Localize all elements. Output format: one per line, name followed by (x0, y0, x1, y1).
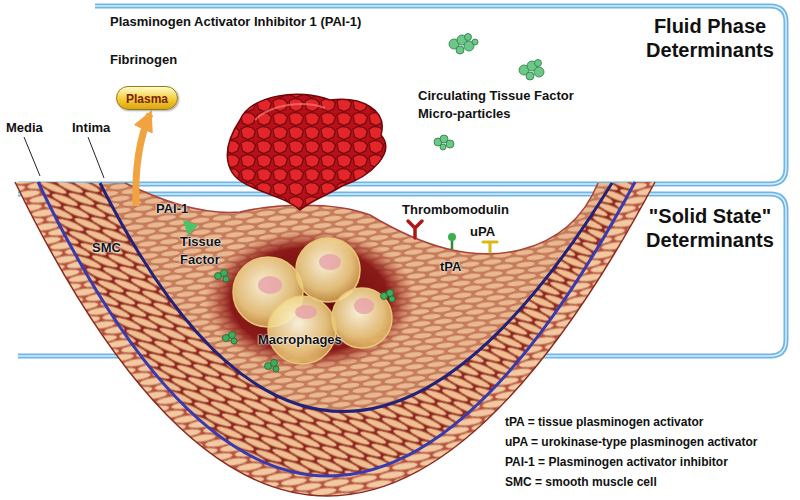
external-elastic-lamina (38, 182, 635, 476)
label-box: tPA (440, 257, 461, 275)
key-note: tPA = tissue plasminogen activator (505, 415, 703, 429)
label-box: SMC (92, 238, 121, 256)
label-box: SMC = smooth muscle cell (505, 472, 657, 490)
thrombus (227, 94, 385, 210)
label-box: PAI-1 (156, 199, 188, 217)
tissue-factor-molecules (215, 270, 396, 373)
panel-border-highlight (18, 6, 786, 184)
thrombomodulin-symbol (408, 221, 422, 238)
key-note: uPA = urokinase-type plasminogen activat… (505, 435, 757, 449)
leader-line (24, 137, 40, 176)
annotation-text: Circulating Tissue Factor Micro-particle… (418, 88, 574, 121)
part-label: uPA (470, 224, 495, 239)
part-label: tPA (440, 259, 461, 274)
node-label: Plasma (126, 92, 168, 106)
pai-arrow (185, 222, 193, 230)
panel-heading: Fluid Phase Determinants (646, 15, 774, 61)
annotation-text: Fibrinogen (110, 52, 177, 67)
label-box: Fibrinogen (110, 50, 177, 68)
label-box: Media (6, 118, 43, 136)
necrotic-core (205, 230, 415, 370)
annotation-text: Plasminogen Activator Inhibitor 1 (PAI-1… (110, 14, 361, 29)
part-label: Macrophages (258, 332, 342, 347)
label-box: uPA (470, 222, 495, 240)
plasma-pill: Plasma (116, 86, 178, 110)
part-label: PAI-1 (156, 201, 188, 216)
part-label: SMC (92, 240, 121, 255)
label-box: PAI-1 = Plasminogen activator inhibitor (505, 452, 728, 470)
media-layer (38, 182, 635, 476)
label-box: Plasminogen Activator Inhibitor 1 (PAI-1… (110, 12, 361, 30)
upa-symbol (483, 242, 497, 252)
label-box: Thrombomodulin (402, 200, 509, 218)
key-note: SMC = smooth muscle cell (505, 475, 657, 489)
layer-label: Media (6, 120, 43, 135)
intima-layer (100, 183, 612, 412)
thrombus-highlight (255, 104, 325, 120)
panel-heading-box: Fluid Phase Determinants (640, 14, 780, 62)
label-box: tPA = tissue plasminogen activator (505, 412, 703, 430)
part-label: Tissue Factor (180, 234, 221, 267)
key-note: PAI-1 = Plasminogen activator inhibitor (505, 455, 728, 469)
label-box: uPA = urokinase-type plasminogen activat… (505, 432, 757, 450)
panel-heading: "Solid State" Determinants (646, 205, 774, 251)
label-box: Intima (72, 118, 110, 136)
internal-elastic-lamina (100, 183, 612, 412)
label-box: Circulating Tissue Factor Micro-particle… (418, 86, 590, 122)
panel-heading-box: "Solid State" Determinants (640, 204, 780, 252)
label-box: Tissue Factor (180, 232, 238, 268)
panel-border (18, 6, 786, 184)
layer-label: Intima (72, 120, 110, 135)
part-label: Thrombomodulin (402, 202, 509, 217)
leader-line (88, 137, 104, 178)
label-box: Macrophages (258, 330, 342, 348)
macrophage-cells (233, 238, 392, 364)
secretion-arrow (136, 114, 150, 206)
tpa-symbol (448, 233, 456, 249)
